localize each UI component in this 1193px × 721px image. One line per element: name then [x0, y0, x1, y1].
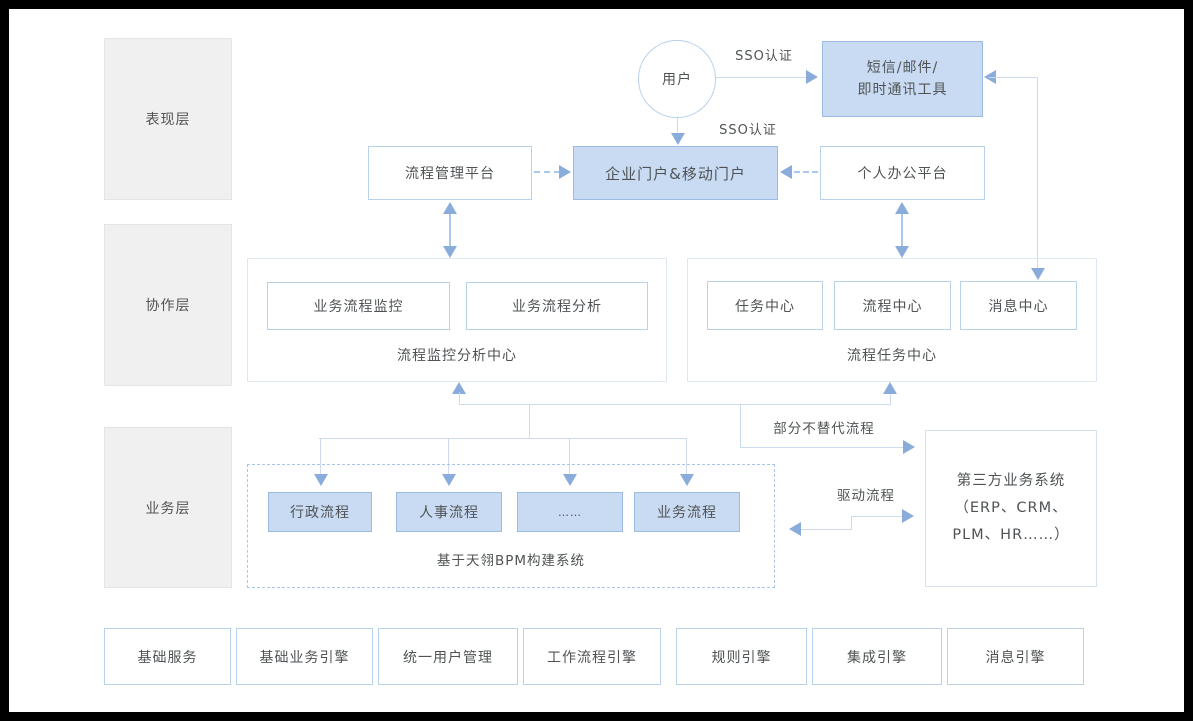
- bpm-system-label: 基于天翎BPM构建系统: [436, 553, 586, 569]
- double-arrow-office-up-icon: [895, 202, 909, 214]
- admin-process-node: 行政流程: [268, 492, 372, 532]
- dashed-connector-pm-to-portal: [534, 171, 560, 173]
- process-task-center-label: 流程任务中心: [847, 348, 937, 364]
- arrowhead-into-portal-top-icon: [671, 133, 685, 145]
- process-center-node: 流程中心: [834, 281, 951, 330]
- tree-drop-main: [529, 404, 530, 439]
- arrowhead-hr-flow-icon: [442, 474, 456, 486]
- dashed-connector-office-to-portal: [794, 171, 818, 173]
- layer-presentation: 表现层: [104, 38, 232, 200]
- double-arrow-pm-monitor-line: [449, 210, 451, 250]
- layer-collaboration: 协作层: [104, 224, 232, 386]
- partial-flow-label: 部分不替代流程: [773, 421, 875, 437]
- process-task-center-container: [687, 258, 1097, 382]
- ellipsis-process-node: ……: [517, 492, 623, 532]
- process-mgmt-platform-node: 流程管理平台: [368, 146, 532, 200]
- personal-office-node: 个人办公平台: [820, 146, 985, 200]
- connector-user-to-messaging: [716, 77, 810, 78]
- drop-hr-flow: [448, 438, 449, 476]
- double-arrow-pm-up-icon: [443, 202, 457, 214]
- monitor-analysis-center-container: [247, 258, 667, 382]
- task-center-node: 任务中心: [707, 281, 823, 330]
- tree-riser-right: [890, 392, 891, 405]
- double-arrow-office-task-line: [901, 210, 903, 250]
- tree-riser-left: [459, 392, 460, 405]
- layer-business: 业务层: [104, 427, 232, 588]
- tree-bus-bottom: [319, 438, 687, 439]
- messaging-tools-node: 短信/邮件/ 即时通讯工具: [822, 41, 983, 117]
- arrowhead-into-portal-left-icon: [559, 165, 571, 179]
- third-party-line2: （ERP、CRM、: [954, 500, 1068, 516]
- arrowhead-business-flow-icon: [680, 474, 694, 486]
- bpm-system-container: [247, 464, 775, 588]
- double-arrow-pm-down-icon: [443, 246, 457, 258]
- monitor-analysis-center-label: 流程监控分析中心: [397, 348, 517, 364]
- drive-flow-line-upper: [852, 516, 904, 517]
- arrowhead-into-message-center-icon: [1031, 268, 1045, 280]
- messaging-tools-line2: 即时通讯工具: [857, 82, 948, 98]
- process-analysis-node: 业务流程分析: [466, 282, 648, 330]
- arrowhead-partial-into-thirdparty-icon: [903, 440, 915, 454]
- third-party-line3: PLM、HR……）: [952, 527, 1070, 543]
- layer-foundation: 基础服务: [104, 628, 231, 685]
- arrowhead-into-monitor-container-icon: [452, 382, 466, 394]
- hr-process-node: 人事流程: [396, 492, 502, 532]
- drop-ellipsis-flow: [569, 438, 570, 476]
- sso-auth-label-mid: SSO认证: [719, 123, 777, 138]
- drop-admin-flow: [320, 438, 321, 476]
- arrowhead-drive-into-bpm-icon: [789, 522, 801, 536]
- enterprise-portal-node: 企业门户&移动门户: [573, 146, 778, 200]
- drive-flow-label: 驱动流程: [837, 488, 895, 504]
- third-party-line1: 第三方业务系统: [956, 473, 1066, 489]
- user-node: 用户: [638, 40, 716, 118]
- arrowhead-ellipsis-flow-icon: [563, 474, 577, 486]
- sso-auth-label-top: SSO认证: [735, 49, 793, 64]
- arrowhead-drive-into-thirdparty-icon: [902, 509, 914, 523]
- rule-engine-node: 规则引擎: [676, 628, 807, 685]
- connector-messaging-elbow-h: [989, 77, 1038, 78]
- double-arrow-office-down-icon: [895, 246, 909, 258]
- arrowhead-into-task-container-icon: [883, 382, 897, 394]
- arrowhead-into-messaging-icon: [806, 70, 818, 84]
- base-business-engine-node: 基础业务引擎: [236, 628, 373, 685]
- process-monitor-node: 业务流程监控: [267, 282, 450, 330]
- business-process-node: 业务流程: [634, 492, 740, 532]
- third-party-systems-node: 第三方业务系统 （ERP、CRM、 PLM、HR……）: [925, 430, 1097, 587]
- arrowhead-into-portal-right-icon: [780, 165, 792, 179]
- drop-business-flow: [686, 438, 687, 476]
- drive-flow-line-lower: [800, 529, 852, 530]
- messaging-tools-line1: 短信/邮件/: [866, 60, 939, 76]
- message-center-node: 消息中心: [960, 281, 1077, 330]
- integration-engine-node: 集成引擎: [812, 628, 942, 685]
- connector-messaging-to-message-center: [1037, 77, 1038, 268]
- tree-bus-top: [459, 404, 891, 405]
- partial-flow-drop: [740, 404, 741, 448]
- connector-user-to-portal: [677, 118, 678, 136]
- workflow-engine-node: 工作流程引擎: [523, 628, 661, 685]
- arrowhead-admin-flow-icon: [314, 474, 328, 486]
- drive-flow-step: [851, 516, 852, 530]
- unified-user-mgmt-node: 统一用户管理: [378, 628, 518, 685]
- partial-flow-line: [740, 447, 905, 448]
- message-engine-node: 消息引擎: [947, 628, 1084, 685]
